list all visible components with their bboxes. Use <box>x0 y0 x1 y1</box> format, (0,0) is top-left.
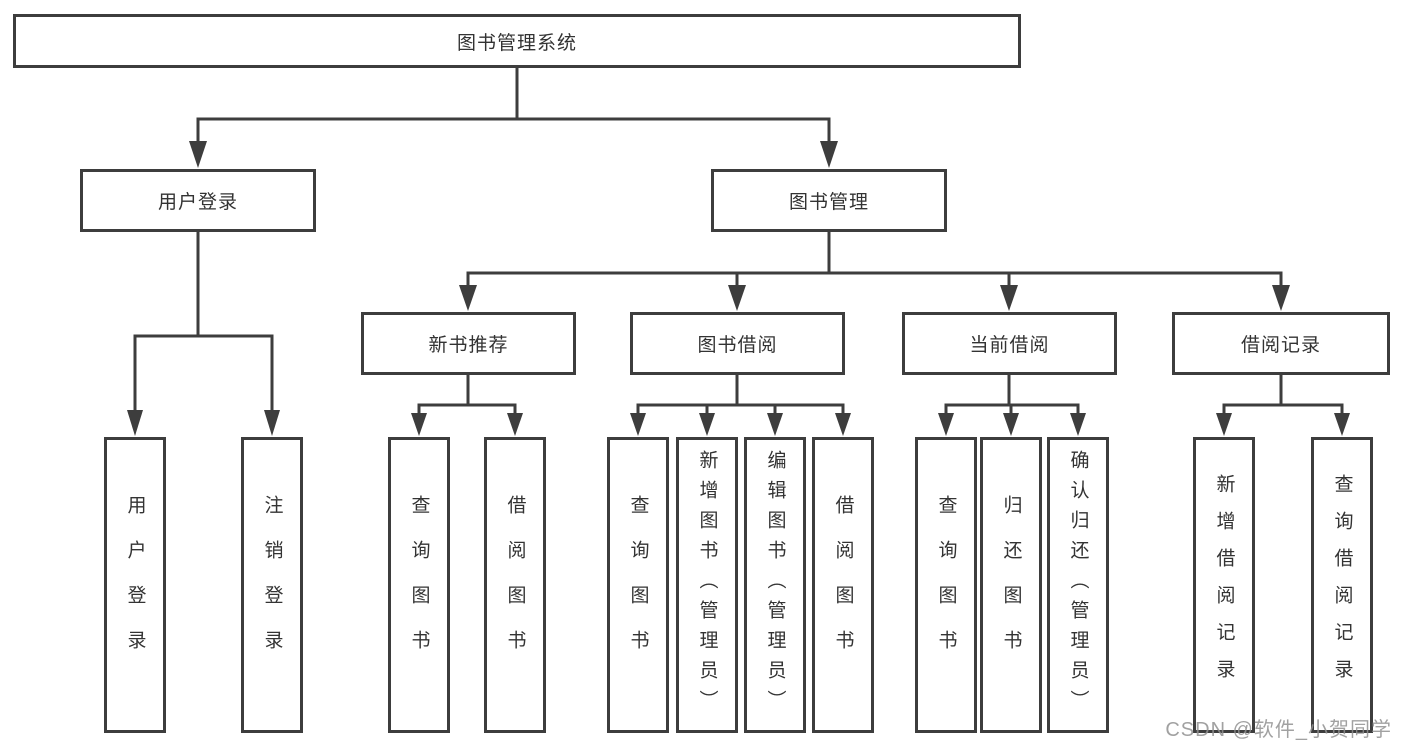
leaf-query-books-borrowing: 查询图书 <box>607 437 669 733</box>
leaf-query-books-borrowing-label: 查询图书 <box>627 495 649 675</box>
arrowheads-user-login-split <box>127 410 280 436</box>
arrowheads-root-split <box>189 141 838 168</box>
leaf-borrow-books-recommend: 借阅图书 <box>484 437 546 733</box>
leaf-confirm-return-admin: 确认归还（管理员） <box>1047 437 1109 733</box>
node-new-book-recommend: 新书推荐 <box>361 312 576 375</box>
csdn-watermark: CSDN @软件_小贺同学 <box>1165 719 1392 741</box>
connector-borrowing-records-split <box>1222 373 1344 418</box>
leaf-add-books-admin-label: 新增图书（管理员） <box>696 450 718 720</box>
arrowheads-current-borrowing-split <box>938 413 1086 436</box>
connector-new-book-recommend-split <box>417 373 517 418</box>
leaf-edit-books-admin: 编辑图书（管理员） <box>744 437 806 733</box>
node-book-management-label: 图书管理 <box>788 192 869 213</box>
leaf-query-borrow-record-label: 查询借阅记录 <box>1331 474 1353 696</box>
node-user-login: 用户登录 <box>80 169 316 232</box>
arrowheads-borrowing-records-split <box>1216 413 1350 436</box>
node-borrowing-records-label: 借阅记录 <box>1240 335 1321 356</box>
node-borrowing-records: 借阅记录 <box>1172 312 1390 375</box>
leaf-borrow-books-recommend-label: 借阅图书 <box>504 495 526 675</box>
arrowheads-new-book-recommend-split <box>411 413 523 436</box>
leaf-query-books-current: 查询图书 <box>915 437 977 733</box>
connector-current-borrowing-split <box>944 373 1080 418</box>
leaf-add-borrow-record-label: 新增借阅记录 <box>1213 474 1235 696</box>
leaf-query-books-current-label: 查询图书 <box>935 495 957 675</box>
connector-book-borrowing-split <box>636 373 845 418</box>
leaf-return-books: 归还图书 <box>980 437 1042 733</box>
leaf-logout: 注销登录 <box>241 437 303 733</box>
leaf-confirm-return-admin-label: 确认归还（管理员） <box>1067 450 1089 720</box>
leaf-query-borrow-record: 查询借阅记录 <box>1311 437 1373 733</box>
leaf-query-books-recommend: 查询图书 <box>388 437 450 733</box>
arrowheads-book-borrowing-split <box>630 413 851 436</box>
leaf-logout-label: 注销登录 <box>261 495 283 675</box>
arrowheads-book-management-split <box>459 285 1290 311</box>
connector-book-management-split <box>466 230 1283 291</box>
node-new-book-recommend-label: 新书推荐 <box>428 335 509 356</box>
node-current-borrowing: 当前借阅 <box>902 312 1117 375</box>
leaf-add-borrow-record: 新增借阅记录 <box>1193 437 1255 733</box>
root-node-label: 图书管理系统 <box>456 32 577 54</box>
leaf-query-books-recommend-label: 查询图书 <box>408 495 430 675</box>
node-current-borrowing-label: 当前借阅 <box>969 335 1050 356</box>
leaf-user-login-label: 用户登录 <box>124 495 146 675</box>
connector-user-login-split <box>133 230 274 415</box>
node-book-management: 图书管理 <box>711 169 947 232</box>
leaf-borrow-books: 借阅图书 <box>812 437 874 733</box>
leaf-add-books-admin: 新增图书（管理员） <box>676 437 738 733</box>
node-book-borrowing-label: 图书借阅 <box>697 335 778 356</box>
node-user-login-label: 用户登录 <box>157 192 238 213</box>
leaf-borrow-books-label: 借阅图书 <box>832 495 854 675</box>
leaf-return-books-label: 归还图书 <box>1000 495 1022 675</box>
leaf-edit-books-admin-label: 编辑图书（管理员） <box>764 450 786 720</box>
leaf-user-login: 用户登录 <box>104 437 166 733</box>
root-node: 图书管理系统 <box>13 14 1021 68</box>
node-book-borrowing: 图书借阅 <box>630 312 845 375</box>
connector-root-split <box>196 66 831 148</box>
